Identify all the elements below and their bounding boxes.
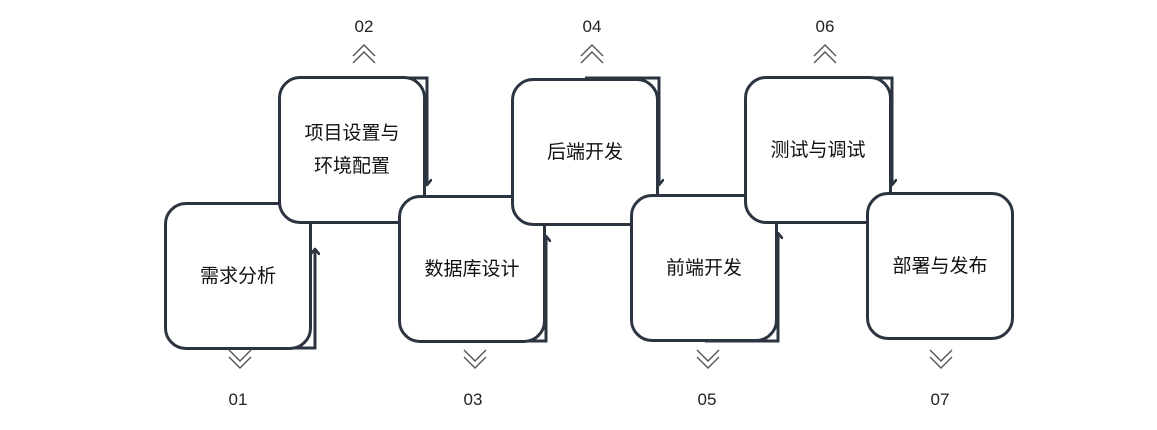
double-chevron-down-icon <box>463 349 487 369</box>
double-chevron-up-icon <box>352 44 376 64</box>
step-number-03: 03 <box>463 390 483 409</box>
step-number-06: 06 <box>815 17 835 36</box>
double-chevron-down-icon <box>228 349 252 369</box>
step-box-07: 部署与发布 <box>866 192 1014 340</box>
step-box-01: 需求分析 <box>164 202 312 350</box>
double-chevron-up-icon <box>813 44 837 64</box>
step-number-05: 05 <box>697 390 717 409</box>
step-label-01: 需求分析 <box>199 264 276 287</box>
step-box-02: 项目设置与 环境配置 <box>278 76 426 224</box>
double-chevron-up-icon <box>580 44 604 64</box>
step-label-05: 前端开发 <box>665 256 742 279</box>
step-label-02: 项目设置与 环境配置 <box>304 122 400 177</box>
step-number-02: 02 <box>354 17 374 36</box>
step-number-04: 04 <box>582 17 602 36</box>
step-label-04: 后端开发 <box>546 140 623 163</box>
double-chevron-down-icon <box>696 349 720 369</box>
double-chevron-down-icon <box>929 349 953 369</box>
step-label-06: 测试与调试 <box>770 138 866 161</box>
step-label-03: 数据库设计 <box>424 257 520 280</box>
step-box-06: 测试与调试 <box>744 76 892 224</box>
step-number-01: 01 <box>228 390 248 409</box>
step-number-07: 07 <box>930 390 950 409</box>
step-label-07: 部署与发布 <box>892 254 988 277</box>
